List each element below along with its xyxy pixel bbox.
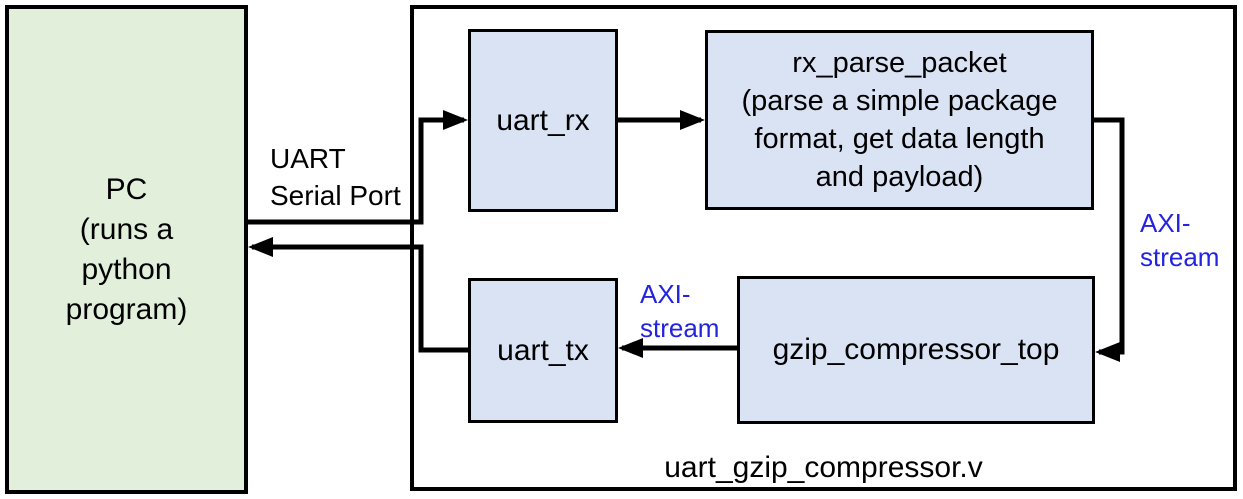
block-uart-rx: uart_rx: [468, 29, 618, 212]
pc-box-label: PC (runs a python program): [65, 172, 188, 326]
block-uart-tx: uart_tx: [468, 278, 618, 423]
pc-box: PC (runs a python program): [5, 5, 248, 494]
uart-serial-port-label: UART Serial Port: [270, 143, 401, 211]
axi-stream-label-rx-to-gzip: AXI- stream: [1140, 208, 1220, 272]
module-file-label: uart_gzip_compressor.v: [664, 451, 983, 484]
block-gzip-compressor-top-label: gzip_compressor_top: [772, 333, 1060, 366]
block-uart-rx-label: uart_rx: [496, 103, 590, 137]
block-gzip-compressor-top: gzip_compressor_top: [737, 276, 1095, 424]
block-uart-tx-label: uart_tx: [497, 333, 589, 367]
block-rx-parse-packet: rx_parse_packet (parse a simple package …: [705, 30, 1094, 210]
axi-stream-label-gzip-to-tx: AXI- stream: [640, 279, 720, 343]
block-rx-parse-packet-label: rx_parse_packet (parse a simple package …: [741, 47, 1058, 193]
